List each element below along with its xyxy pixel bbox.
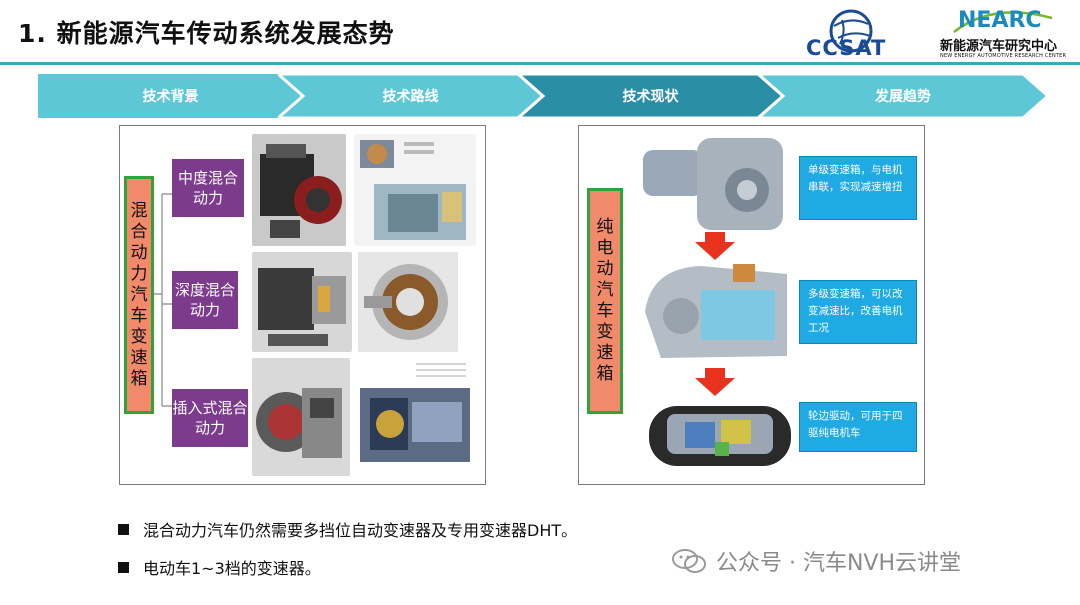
bullet-square-icon (118, 561, 129, 573)
swoosh-icon (953, 11, 1053, 33)
ccsat-logo-text: CCSAT (806, 36, 887, 60)
in-wheel-callout: 轮边驱动，可用于四驱纯电机车 (799, 402, 917, 452)
bracket-connector (154, 193, 172, 407)
bullet-text: 电动车1~3档的变速器。 (143, 559, 321, 578)
wechat-watermark: 公众号 · 汽车NVH云讲堂 (672, 545, 961, 577)
globe-icon (829, 9, 873, 53)
single-speed-gearbox-image (641, 132, 791, 236)
bullet-item: 混合动力汽车仍然需要多挡位自动变速器及专用变速器DHT。 (118, 510, 577, 548)
nearc-logo-cn: 新能源汽车研究中心 (940, 39, 1058, 54)
ev-vertical-label: 纯电动汽车变速箱 (587, 188, 623, 414)
bullet-list: 混合动力汽车仍然需要多挡位自动变速器及专用变速器DHT。 电动车1~3档的变速器… (118, 510, 577, 586)
ev-transmission-panel: 纯电动汽车变速箱 单级变速箱，与电机串联，实现减速增扭 多级变速箱，可以改变减速… (578, 125, 925, 485)
step-label: 技术路线 (382, 89, 439, 105)
header-divider (0, 62, 1080, 65)
wechat-icon (672, 549, 706, 573)
bullet-item: 电动车1~3档的变速器。 (118, 548, 577, 586)
multi-speed-callout: 多级变速箱，可以改变减速比，改善电机工况 (799, 280, 917, 344)
step-label: 技术背景 (142, 89, 199, 105)
mild-hybrid-diagram-image (354, 134, 476, 246)
plugin-hybrid-cutaway-image (356, 358, 476, 476)
nearc-logo-en: NEW ENERGY AUTOMOTIVE RESEARCH CENTER (940, 53, 1067, 59)
nearc-logo-mark: NEARC (958, 8, 1042, 33)
chevron-shape (278, 74, 543, 118)
single-speed-callout: 单级变速箱，与电机串联，实现减速增扭 (799, 156, 917, 220)
step-tech-route[interactable]: 技术路线 (278, 74, 543, 118)
chevron-shape (518, 74, 783, 118)
chevron-shape (758, 74, 1048, 118)
multi-speed-gearbox-image (641, 260, 793, 364)
plugin-hybrid-transmission-image (252, 358, 350, 476)
step-development-trend[interactable]: 发展趋势 (758, 74, 1048, 118)
bullet-text: 混合动力汽车仍然需要多挡位自动变速器及专用变速器DHT。 (143, 521, 578, 540)
category-plugin-hybrid: 插入式混合动力 (172, 389, 248, 447)
step-tech-status[interactable]: 技术现状 (518, 74, 783, 118)
chevron-shape (38, 74, 303, 118)
ccsat-logo: CCSAT (806, 6, 926, 62)
progress-steps: 技术背景 技术路线 技术现状 发展趋势 (38, 74, 1050, 118)
deep-hybrid-engine-image (252, 252, 352, 352)
step-label: 发展趋势 (875, 89, 931, 105)
category-deep-hybrid: 深度混合动力 (172, 271, 238, 329)
bullet-square-icon (118, 523, 129, 535)
step-tech-background[interactable]: 技术背景 (38, 74, 303, 118)
page-title: 1. 新能源汽车传动系统发展态势 (18, 19, 395, 48)
watermark-text: 公众号 · 汽车NVH云讲堂 (716, 551, 962, 576)
hybrid-transmission-panel: 混合动力汽车变速箱 中度混合动力 深度混合动力 插入式混合动力 (119, 125, 486, 485)
step-label: 技术现状 (622, 89, 679, 105)
arrow-down-icon (695, 368, 735, 396)
in-wheel-drive-image (645, 396, 795, 472)
hybrid-vertical-label: 混合动力汽车变速箱 (124, 176, 154, 414)
mild-hybrid-engine-image (252, 134, 346, 246)
nearc-logo: NEARC 新能源汽车研究中心 NEW ENERGY AUTOMOTIVE RE… (938, 8, 1078, 62)
deep-hybrid-motor-image (358, 252, 458, 352)
category-mild-hybrid: 中度混合动力 (172, 159, 244, 217)
arrow-down-icon (695, 232, 735, 260)
